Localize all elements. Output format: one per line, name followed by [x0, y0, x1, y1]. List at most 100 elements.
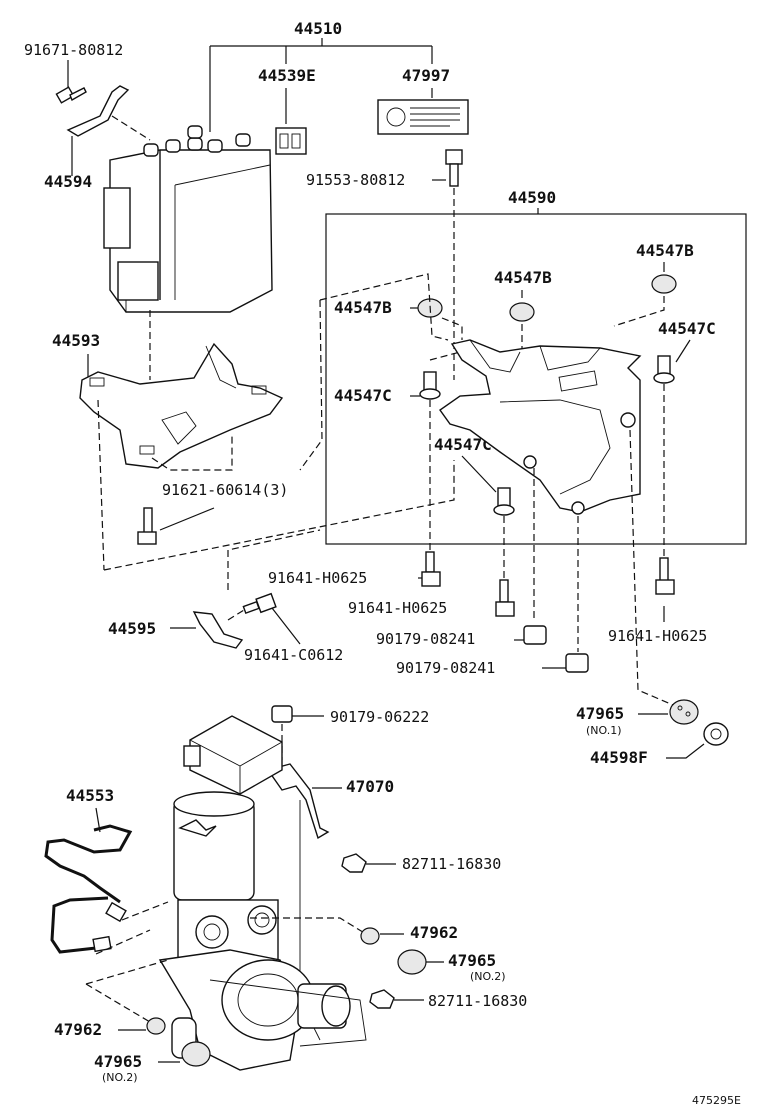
bolt-91641-H0625-c-group: 91641-H0625: [608, 557, 707, 645]
label-44593[interactable]: 44593: [52, 331, 100, 350]
label-44539E[interactable]: 44539E: [258, 66, 316, 85]
collar-44547C-center-group: 44547C: [434, 435, 515, 578]
collar-44547C-left-group: 44547C: [334, 351, 461, 552]
label-90179-08241-a[interactable]: 90179-08241: [376, 630, 475, 648]
label-44594[interactable]: 44594: [44, 172, 92, 191]
assembly-44510-group: 44510: [209, 19, 433, 132]
label-47965-no2-left[interactable]: 47965: [94, 1052, 142, 1071]
bolt-icon: [421, 551, 441, 587]
label-91641-H0625-a[interactable]: 91641-H0625: [268, 569, 367, 587]
cushion-47965-no2-right-group: 47965 (NO.2): [397, 949, 506, 983]
sleeve-icon: [703, 722, 729, 746]
label-82711-16830-a[interactable]: 82711-16830: [402, 855, 501, 873]
warning-label-icon: [377, 99, 469, 135]
label-91641-H0625-c[interactable]: 91641-H0625: [608, 627, 707, 645]
bracket-44593-group: 44593: [52, 331, 284, 571]
collar-icon: [653, 355, 675, 384]
cushion-icon: [669, 699, 699, 725]
bracket-44593-icon: [79, 342, 284, 469]
label-44547B-left[interactable]: 44547B: [334, 298, 392, 317]
bolt-91671-group: 91671-80812: [24, 41, 123, 104]
cushion-47965-no1-group: 47965 (NO.1): [576, 699, 699, 737]
label-44595[interactable]: 44595: [108, 619, 156, 638]
nut-icon: [523, 625, 547, 645]
cushion-icon: [509, 302, 535, 322]
bolt-icon: [445, 149, 463, 187]
label-91641-C0612[interactable]: 91641-C0612: [244, 646, 343, 664]
label-82711-16830-b[interactable]: 82711-16830: [428, 992, 527, 1010]
bolt-91641-C0612-group: 91641-C0612: [242, 592, 343, 664]
bolt-icon: [655, 557, 675, 595]
tube-44553-group: 44553: [44, 786, 133, 954]
clip-82711-a-group: 82711-16830: [341, 853, 501, 873]
label-91671-80812[interactable]: 91671-80812: [24, 41, 123, 59]
cushion-icon: [397, 949, 427, 975]
actuator-ports: [143, 125, 251, 157]
cushion-icon: [651, 274, 677, 294]
bolt-icon: [495, 579, 515, 617]
drawing-number: 475295E: [692, 1094, 741, 1107]
connector-icon: [275, 127, 307, 155]
bracket-44594-icon: [66, 85, 130, 137]
bolt-91641-H0625-b-group: 91641-H0625: [348, 579, 515, 617]
cushion-47962-left-group: 47962: [54, 959, 169, 1039]
abs-actuator-icon: [103, 125, 273, 313]
label-44598F[interactable]: 44598F: [590, 748, 648, 767]
cushion-icon: [360, 927, 380, 945]
bracket-44595-icon: [192, 611, 244, 649]
label-44590[interactable]: 44590: [508, 188, 556, 207]
label-47962-left[interactable]: 47962: [54, 1020, 102, 1039]
label-90179-08241-b[interactable]: 90179-08241: [396, 659, 495, 677]
fitting-icon: [92, 935, 112, 953]
clip-icon: [341, 853, 367, 873]
bracket-44590-icon: [439, 339, 642, 515]
label-44553[interactable]: 44553: [66, 786, 114, 805]
label-47965-no2-right[interactable]: 47965: [448, 951, 496, 970]
pump-motor-icon: [158, 791, 367, 1071]
label-44547B-mid[interactable]: 44547B: [494, 268, 552, 287]
nut-90179-06222-group: 90179-06222: [271, 705, 429, 760]
brake-tube-icon: [44, 824, 133, 954]
cushion-icon: [146, 1017, 166, 1035]
collar-44547C-right-group: 44547C: [653, 319, 716, 558]
label-47965-no1[interactable]: 47965: [576, 704, 624, 723]
label-44547C-right[interactable]: 44547C: [658, 319, 716, 338]
note-no2-right[interactable]: (NO.2): [470, 970, 506, 983]
bolt-91553-group: 91553-80812: [306, 149, 463, 380]
cushion-44547B-mid-group: 44547B: [494, 268, 552, 350]
fitting-icon: [105, 901, 127, 923]
clip-82711-b-group: 82711-16830: [369, 989, 527, 1010]
label-91641-H0625-b[interactable]: 91641-H0625: [348, 599, 447, 617]
label-91621-60614[interactable]: 91621-60614(3): [162, 481, 288, 499]
note-no1[interactable]: (NO.1): [586, 724, 622, 737]
label-44547B-top[interactable]: 44547B: [636, 241, 694, 260]
label-91553-80812[interactable]: 91553-80812: [306, 171, 405, 189]
label-47070[interactable]: 47070: [346, 777, 394, 796]
label-44547C-left[interactable]: 44547C: [334, 386, 392, 405]
cushion-44547B-top-group: 44547B: [613, 241, 694, 327]
bracket-44590-frame: [325, 213, 747, 545]
label-44510[interactable]: 44510: [294, 19, 342, 38]
part-44539E-group: 44539E: [258, 66, 316, 155]
bolt-icon: [242, 592, 277, 615]
nut-90179-a-group: 90179-08241: [376, 625, 547, 648]
cushion-icon: [181, 1041, 211, 1067]
nut-90179-b-group: 90179-08241: [396, 653, 589, 677]
note-no2-left[interactable]: (NO.2): [102, 1071, 138, 1084]
collar-icon: [493, 487, 515, 516]
cushion-47965-no2-left-group: 47965 (NO.2): [94, 1041, 211, 1084]
cushion-47962-right-group: 47962: [250, 917, 458, 945]
label-44547C-center[interactable]: 44547C: [434, 435, 492, 454]
label-90179-06222[interactable]: 90179-06222: [330, 708, 429, 726]
bolt-91641-H0625-a-group: 91641-H0625: [268, 551, 441, 587]
nut-icon: [271, 705, 293, 723]
bolt-icon: [137, 507, 157, 545]
label-47962-right[interactable]: 47962: [410, 923, 458, 942]
bracket-44590-group: 44590: [325, 188, 747, 545]
bolt-91621-group: 91621-60614(3): [137, 481, 288, 545]
label-47997[interactable]: 47997: [402, 66, 450, 85]
cushion-44547B-left-group: 44547B: [334, 298, 463, 340]
bracket-44595-group: 44595: [108, 609, 245, 649]
collar-icon: [419, 371, 441, 400]
